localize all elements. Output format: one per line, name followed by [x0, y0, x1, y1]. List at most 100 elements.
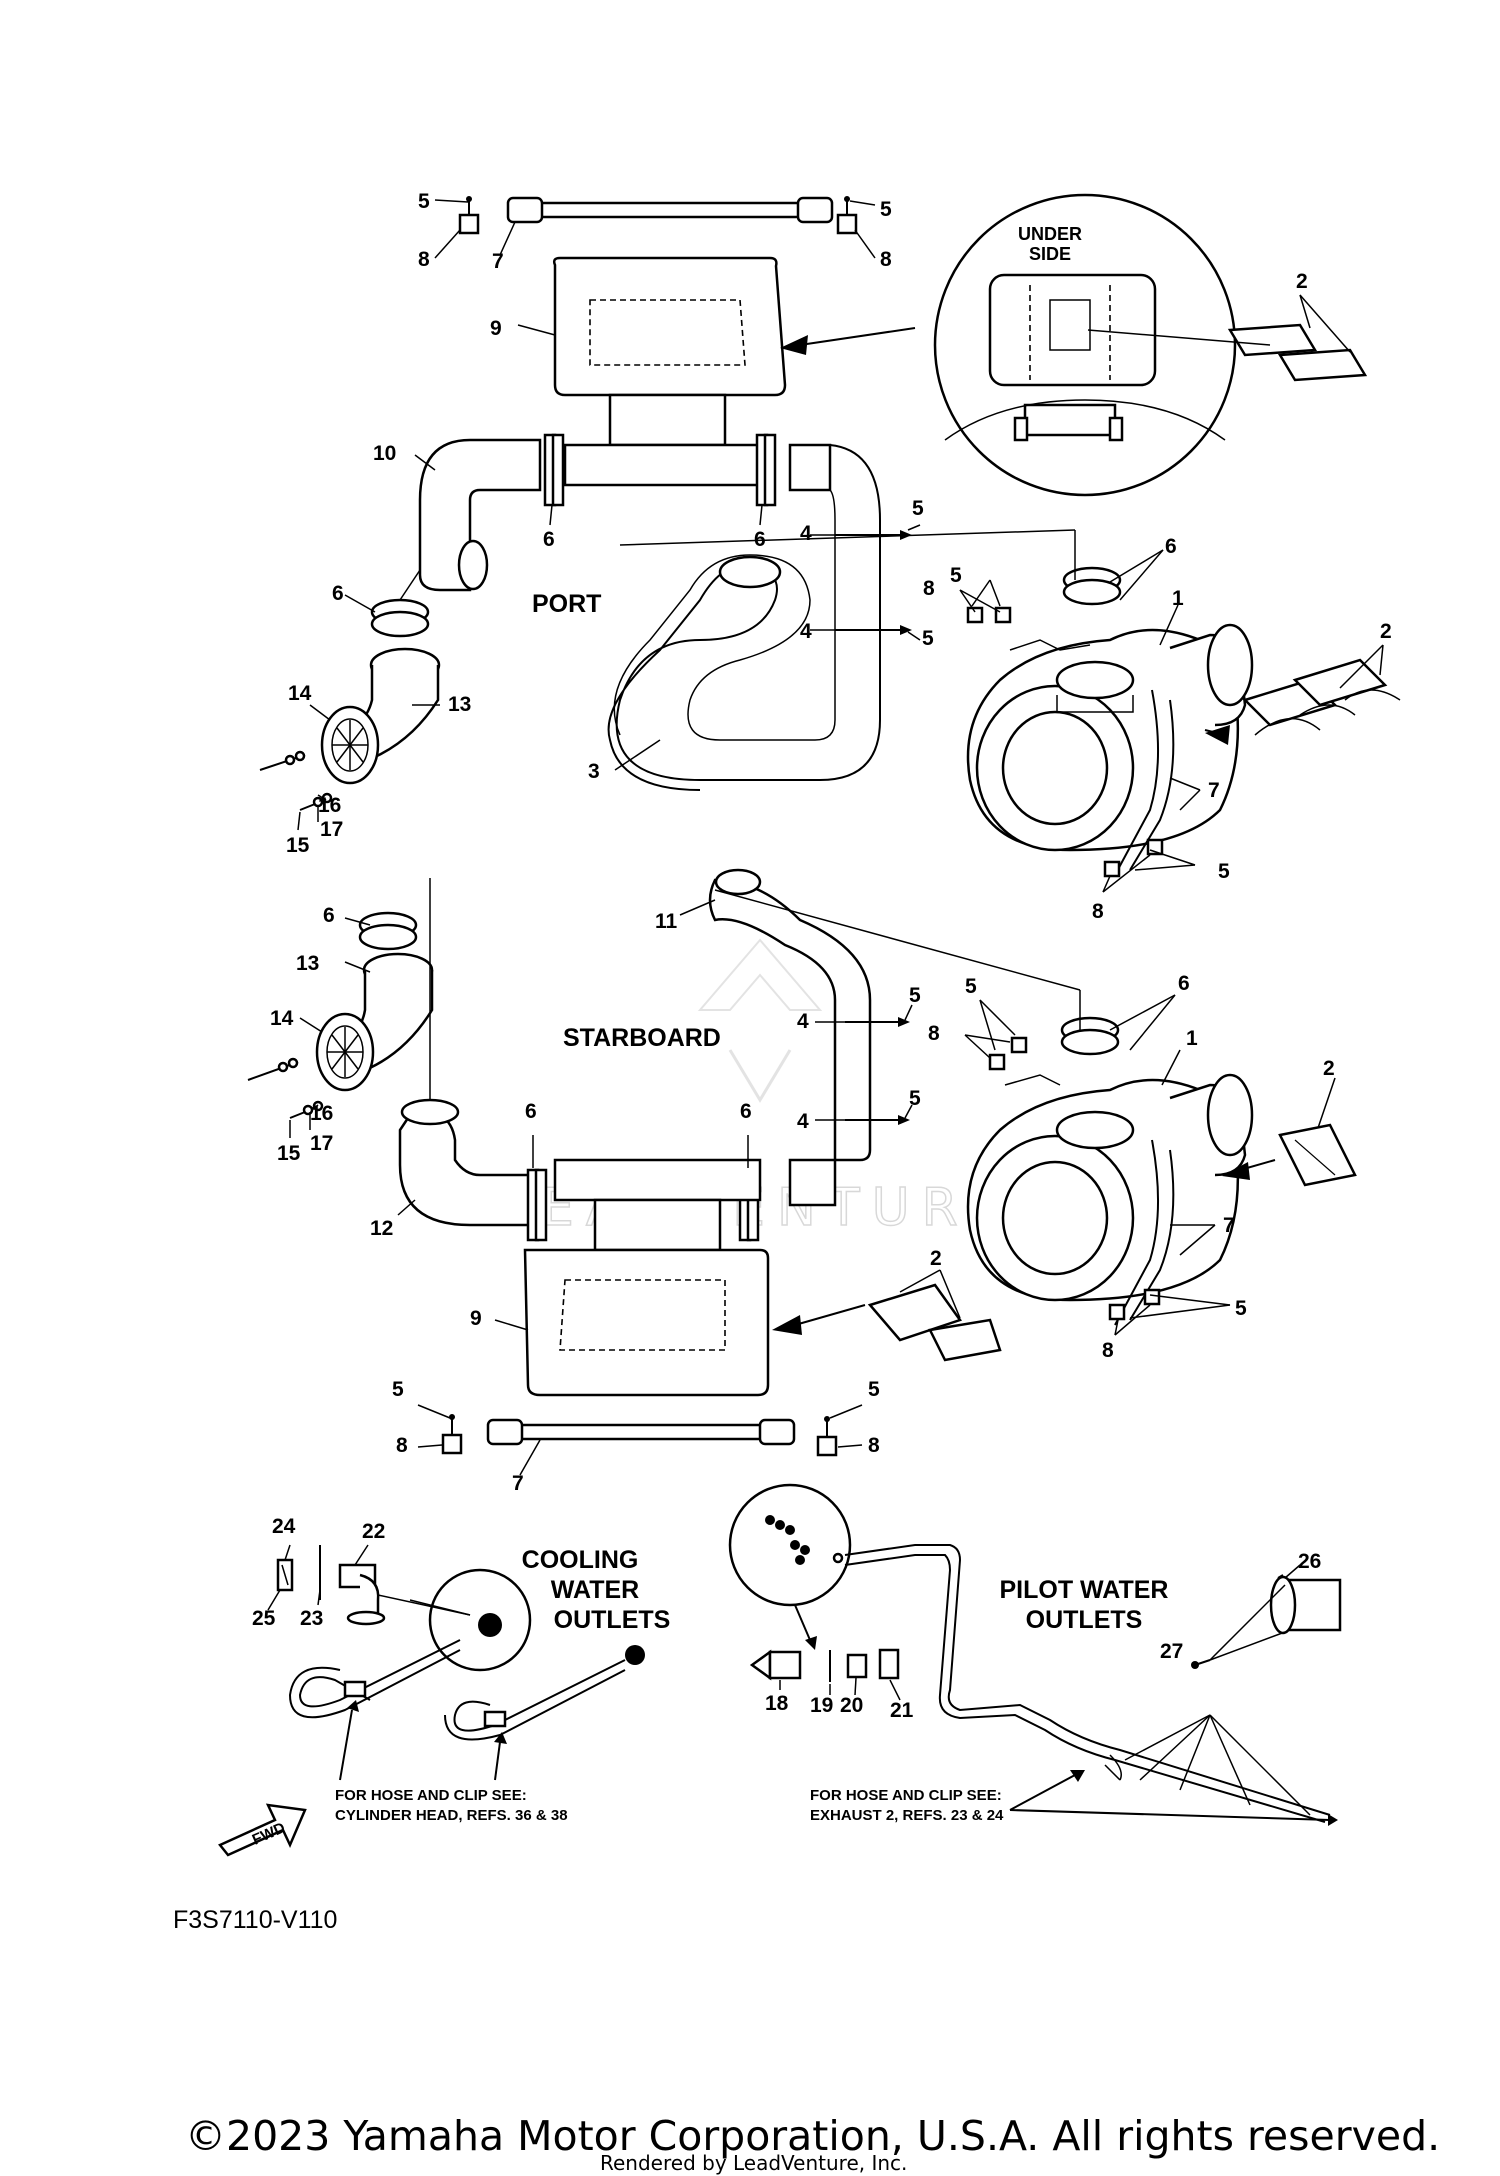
callout-10: 10 — [373, 442, 396, 465]
callout-16: 16 — [310, 1102, 333, 1125]
callout-16: 16 — [318, 794, 341, 817]
pad-2-starboard — [1278, 1123, 1357, 1187]
callout-21: 21 — [890, 1699, 914, 1722]
arrow-head-bottom — [772, 1315, 802, 1335]
callout-5: 5 — [922, 627, 934, 650]
callout-8: 8 — [396, 1434, 408, 1457]
callout-8: 8 — [1102, 1339, 1114, 1362]
callout-22: 22 — [362, 1520, 385, 1543]
strap-7-top — [506, 196, 834, 224]
callout-8: 8 — [928, 1022, 940, 1045]
cooling-hose-note-2: CYLINDER HEAD, REFS. 36 & 38 — [335, 1807, 568, 1824]
duct-stub-port — [788, 443, 832, 492]
callout-8: 8 — [868, 1434, 880, 1457]
callout-5: 5 — [965, 975, 977, 998]
leaders-top — [297, 199, 1384, 893]
callout-13: 13 — [448, 693, 471, 716]
callout-5: 5 — [868, 1378, 880, 1401]
fwd-arrow: FWD — [218, 1803, 307, 1857]
air-box-1-port — [966, 623, 1254, 876]
callout-27: 27 — [1160, 1640, 1183, 1663]
cooling-hose-note-1: FOR HOSE AND CLIP SEE: — [335, 1787, 527, 1804]
clamp-4-port — [835, 530, 912, 635]
cooling-label-1: COOLING — [522, 1546, 639, 1574]
callout-5: 5 — [418, 190, 430, 213]
drawing-code: F3S7110-V110 — [173, 1906, 337, 1934]
callout-6: 6 — [740, 1100, 752, 1123]
pilot-tubing — [844, 1544, 1331, 1823]
callout-18: 18 — [765, 1692, 789, 1715]
cooling-leaders — [267, 1544, 1301, 1701]
callout-6: 6 — [1178, 972, 1190, 995]
callout-15: 15 — [277, 1142, 301, 1165]
rendered-by-notice: Rendered by LeadVenture, Inc. — [600, 2151, 907, 2175]
assembly-line-port — [619, 529, 1076, 546]
callout-1: 1 — [1186, 1027, 1198, 1050]
callout-9: 9 — [490, 317, 502, 340]
callout-14: 14 — [288, 682, 312, 705]
callout-2: 2 — [930, 1247, 942, 1270]
hose-cooling-a — [288, 1639, 461, 1719]
under-side-label-2: SIDE — [1029, 244, 1071, 264]
callout-5: 5 — [950, 564, 962, 587]
strap-7-bottom — [486, 1418, 796, 1446]
callout-1: 1 — [1172, 587, 1184, 610]
leaders-middle — [289, 878, 1336, 1476]
callout-3: 3 — [588, 760, 600, 783]
flame-arrester-14-port — [320, 705, 380, 785]
callout-7: 7 — [1223, 1214, 1235, 1237]
bolt-27 — [1191, 1584, 1286, 1669]
callout-5: 5 — [1235, 1297, 1247, 1320]
arrow-head-top — [780, 335, 808, 355]
pointer-arrow-top — [799, 327, 916, 346]
under-side-label-1: UNDER — [1018, 224, 1082, 244]
callout-17: 17 — [320, 818, 343, 841]
fasteners-15-17-starboard — [247, 1057, 324, 1119]
pilot-hose-note-1: FOR HOSE AND CLIP SEE: — [810, 1787, 1002, 1804]
cooling-label-2: WATER — [551, 1576, 639, 1604]
svg-text:FWD: FWD — [250, 1819, 288, 1848]
callout-8: 8 — [1092, 900, 1104, 923]
callout-12: 12 — [370, 1217, 393, 1240]
callout-20: 20 — [840, 1694, 863, 1717]
callout-19: 19 — [810, 1694, 833, 1717]
brackets-8-starboard — [988, 1036, 1161, 1321]
pointer-cooling-a — [339, 1709, 353, 1781]
callout-23: 23 — [300, 1607, 323, 1630]
duct-12 — [398, 1098, 542, 1227]
callout-6: 6 — [323, 904, 335, 927]
pads-2-starboard-bottom — [867, 1283, 1002, 1362]
section-starboard: STARBOARD — [563, 1024, 721, 1052]
callout-7: 7 — [492, 250, 504, 273]
callout-8: 8 — [880, 248, 892, 271]
callout-24: 24 — [272, 1515, 296, 1538]
pointer-cooling-b — [494, 1741, 501, 1781]
duct-3 — [607, 444, 881, 791]
callout-6: 6 — [332, 582, 344, 605]
callout-15: 15 — [286, 834, 310, 857]
watermark-logo — [697, 938, 823, 1103]
callout-4: 4 — [797, 1010, 809, 1033]
callout-13: 13 — [296, 952, 319, 975]
callout-4: 4 — [800, 620, 812, 643]
pilot-label-2: OUTLETS — [1026, 1606, 1143, 1634]
bracket-set-top — [458, 196, 858, 235]
callout-6: 6 — [1165, 535, 1177, 558]
callout-8: 8 — [418, 248, 430, 271]
callout-6: 6 — [525, 1100, 537, 1123]
pads-2-port — [1242, 658, 1401, 736]
clamps-6-starboard — [358, 911, 1120, 1056]
callout-17: 17 — [310, 1132, 333, 1155]
callout-5: 5 — [1218, 860, 1230, 883]
callout-11: 11 — [655, 910, 678, 933]
section-port: PORT — [532, 590, 601, 618]
callout-4: 4 — [800, 522, 812, 545]
callout-14: 14 — [270, 1007, 294, 1030]
cooling-label-3: OUTLETS — [554, 1606, 671, 1634]
callout-5: 5 — [880, 198, 892, 221]
callout-7: 7 — [512, 1472, 524, 1495]
callout-2: 2 — [1296, 270, 1308, 293]
callout-7: 7 — [1208, 779, 1220, 802]
callout-6: 6 — [543, 528, 555, 551]
